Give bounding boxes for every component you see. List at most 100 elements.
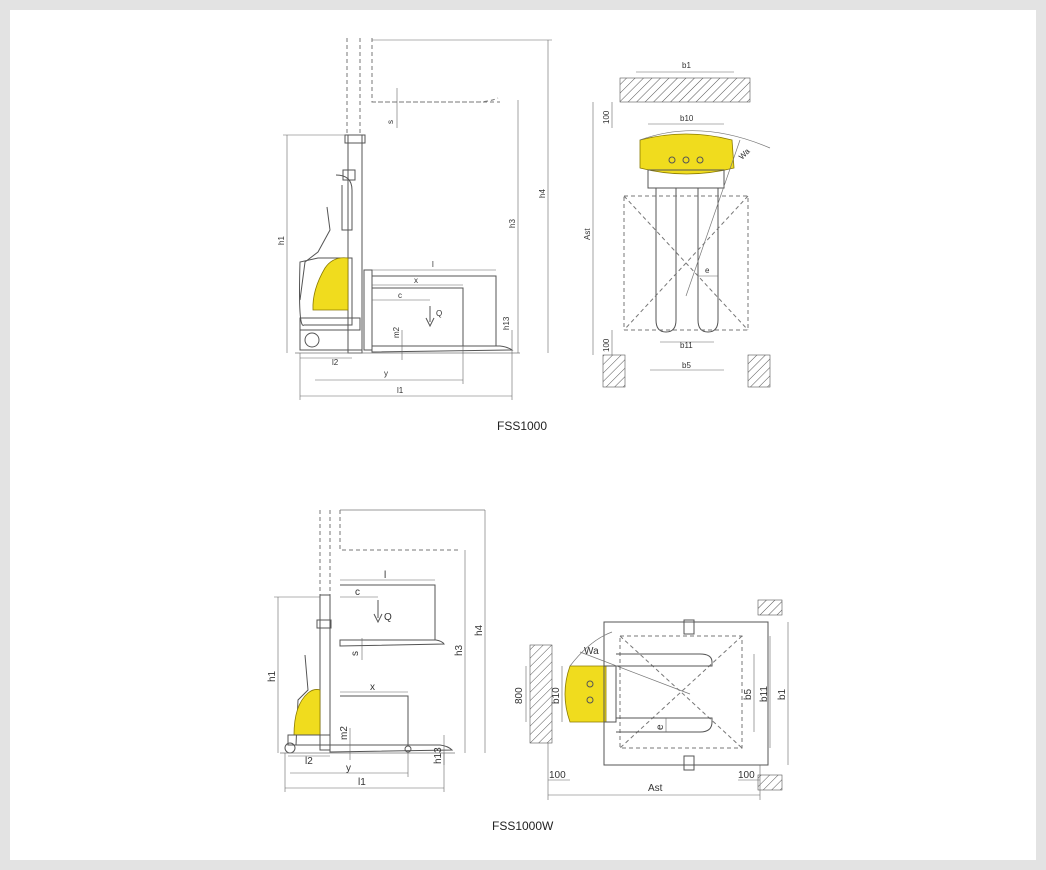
base-block-2	[287, 734, 331, 746]
label-y-2: y	[346, 763, 351, 774]
drawing-frame	[10, 10, 1036, 860]
drive-unit-top	[639, 133, 735, 175]
label-100-left: 100	[549, 770, 566, 781]
turning-arc-2	[569, 631, 613, 667]
wheel-top-2	[683, 619, 695, 635]
turning-radius-2	[579, 651, 691, 695]
fork-top-2	[616, 653, 713, 667]
label-b1-2: b1	[777, 688, 788, 700]
handle-grip	[342, 169, 356, 181]
label-q: Q	[436, 309, 442, 318]
label-b5-2: b5	[743, 688, 754, 700]
label-e: e	[705, 266, 710, 275]
tiller-arm	[299, 206, 331, 301]
label-l1: l1	[397, 386, 404, 395]
yellow-body-2	[293, 689, 321, 736]
label-l-2: l	[384, 570, 386, 581]
fork-bottom-2	[616, 717, 713, 733]
label-wa-2: Wa	[584, 646, 599, 657]
mast-top	[344, 134, 366, 144]
fork-right	[697, 188, 719, 333]
drive-unit-top-2	[564, 665, 607, 723]
caption-fss1000: FSS1000	[497, 419, 547, 433]
load-outline-2	[619, 635, 743, 749]
label-m2: m2	[392, 326, 401, 338]
label-h1: h1	[277, 236, 286, 245]
yellow-body	[312, 257, 349, 311]
turning-arc	[639, 130, 771, 149]
mast-raised-outline	[346, 38, 500, 135]
label-e-2: e	[655, 724, 666, 730]
turning-radius	[685, 139, 741, 297]
load-arrow	[425, 306, 435, 328]
chassis-plate	[647, 169, 725, 189]
label-wa: Wa	[737, 146, 752, 161]
wall-bottom-right-2	[757, 774, 783, 791]
upper-fork	[339, 639, 445, 647]
wall-top	[619, 77, 751, 103]
label-b1: b1	[682, 61, 691, 70]
tiller-handle	[335, 174, 353, 231]
label-x-2: x	[370, 682, 375, 693]
control-knob-3	[696, 156, 704, 164]
lower-fork-2	[329, 744, 454, 753]
label-800: 800	[514, 687, 525, 704]
label-h13: h13	[502, 316, 511, 330]
upper-arrow	[373, 600, 383, 624]
wall-top-right-2	[757, 599, 783, 616]
mast-cap-2	[316, 619, 332, 629]
fss1000w-side-view: h1 h3 h4 h13 l c Q s x m2 l2 y l1	[267, 509, 486, 792]
label-l2-2: l2	[305, 756, 313, 767]
label-x: x	[414, 276, 418, 285]
label-s: s	[386, 120, 395, 124]
label-100-top: 100	[602, 110, 611, 124]
fork-carriage	[363, 269, 373, 351]
label-b11: b11	[680, 341, 693, 350]
label-l2: l2	[332, 358, 339, 367]
pallet-outline	[603, 621, 769, 766]
label-b10: b10	[680, 114, 694, 123]
caption-fss1000w: FSS1000W	[492, 819, 554, 833]
label-s-2: s	[350, 651, 361, 656]
control-knob-2	[682, 156, 690, 164]
battery-housing	[299, 257, 353, 326]
label-h1-2: h1	[267, 670, 278, 682]
label-h13-2: h13	[433, 747, 444, 764]
wall-bottom-left	[602, 354, 626, 388]
lower-load-outline	[340, 695, 409, 745]
label-h4-2: h4	[474, 624, 485, 636]
label-ast-2: Ast	[648, 783, 663, 794]
fss1000-side-view: h1 h3 h4 h13 s m2 l x c Q l2 y l1	[277, 38, 552, 400]
label-l1-2: l1	[358, 777, 366, 788]
label-l: l	[432, 260, 434, 269]
label-h4: h4	[538, 189, 547, 198]
label-q-2: Q	[384, 612, 392, 623]
load-x-box	[372, 287, 464, 346]
mast-raised-outline-2	[319, 510, 460, 595]
label-h3: h3	[508, 219, 517, 228]
wheel-bottom-2	[683, 755, 695, 771]
label-b10-2: b10	[551, 687, 562, 704]
label-b5: b5	[682, 361, 691, 370]
control-knob-5	[586, 696, 594, 704]
label-100-bottom: 100	[602, 338, 611, 352]
label-h3-2: h3	[454, 644, 465, 656]
load-outline	[623, 195, 749, 331]
wall-left-2	[529, 644, 553, 744]
label-100-right: 100	[738, 770, 755, 781]
load-cross-2	[619, 635, 743, 749]
label-m2-2: m2	[339, 726, 350, 740]
fork-raised-outline	[372, 97, 499, 103]
label-ast: Ast	[583, 228, 592, 240]
label-c: c	[398, 291, 402, 300]
control-knob-1	[668, 156, 676, 164]
fss1000w-top-view: Wa 800 b10 b5 b11 b1 e 100 Ast 100	[514, 599, 789, 800]
control-knob-4	[586, 680, 594, 688]
fss1000-top-view: b1 b10 Wa 100 Ast e 100 b11 b5	[583, 61, 771, 388]
label-b11-2: b11	[759, 686, 770, 702]
label-c-2: c	[355, 587, 360, 598]
load-cross	[623, 195, 749, 331]
mast-2	[319, 594, 331, 751]
fork-left	[655, 188, 677, 333]
